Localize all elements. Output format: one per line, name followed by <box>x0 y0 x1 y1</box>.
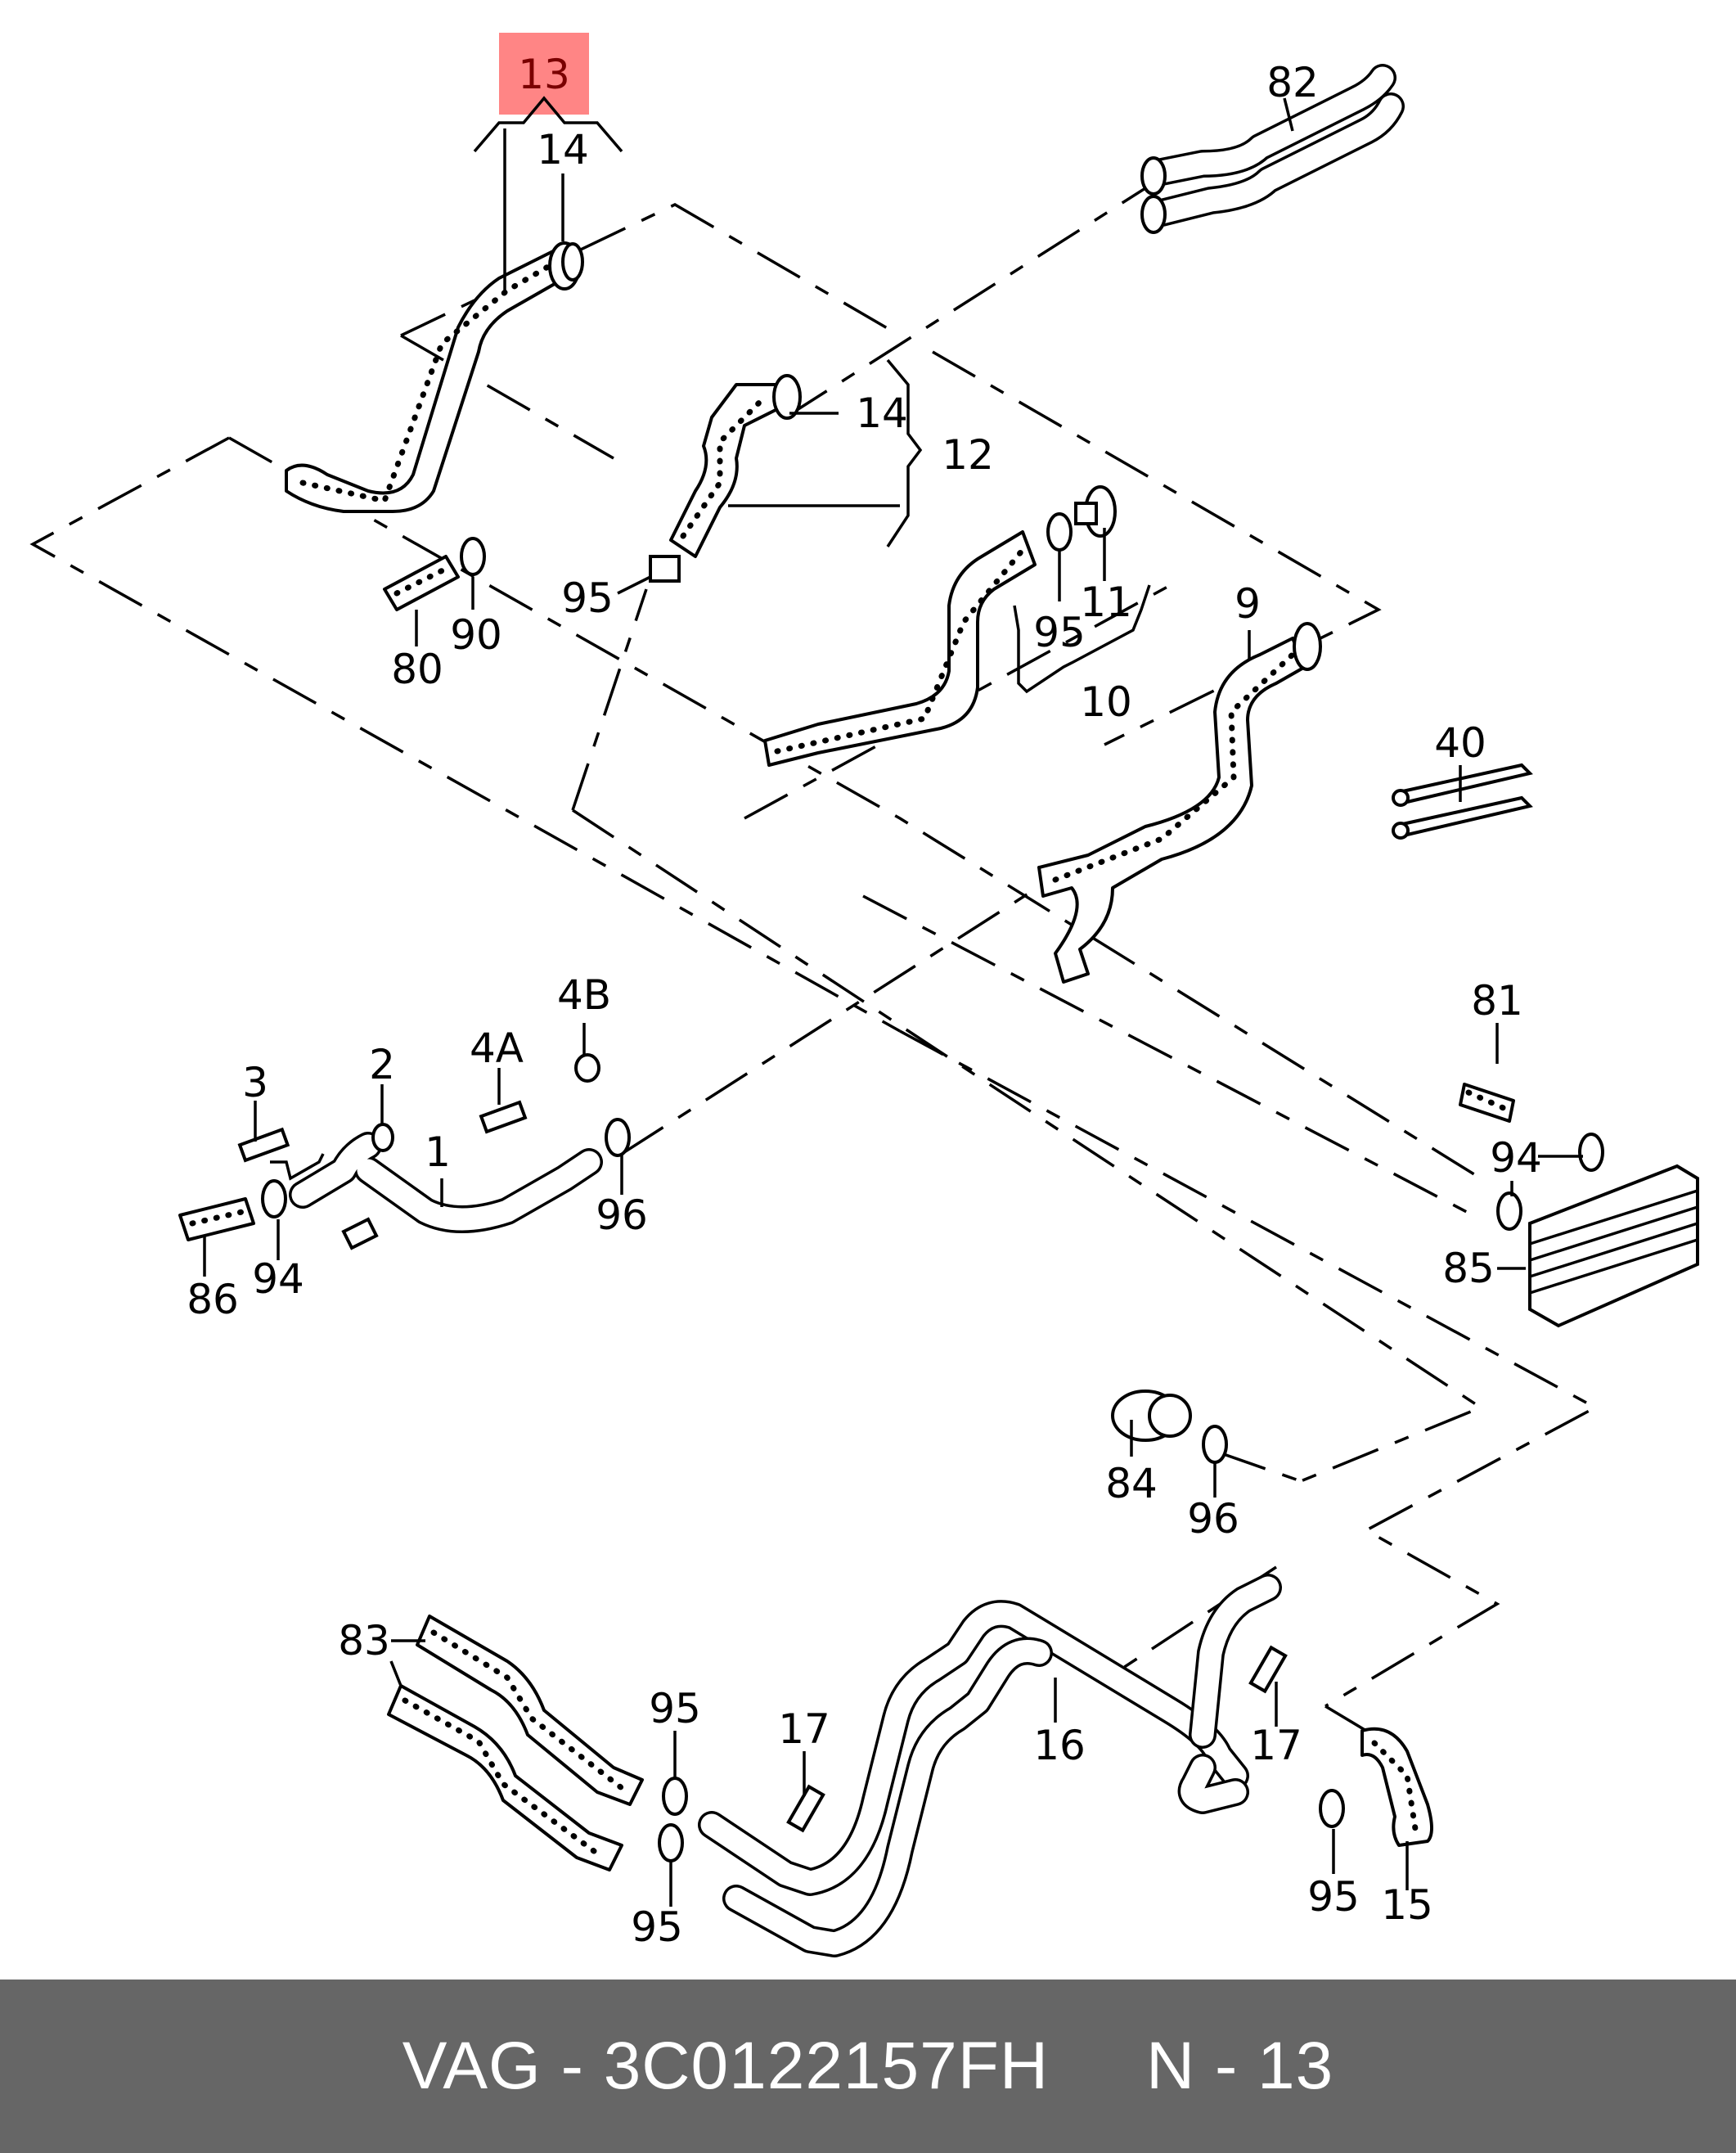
clip-95-lower-lower[interactable] <box>658 1823 684 1862</box>
clip-94-lower-right[interactable] <box>1496 1191 1522 1231</box>
label-86[interactable]: 86 <box>187 1276 239 1323</box>
label-84[interactable]: 84 <box>1105 1460 1158 1507</box>
label-4a[interactable]: 4A <box>470 1025 524 1072</box>
label-17-left[interactable]: 17 <box>778 1705 830 1753</box>
housing-84[interactable] <box>1111 1390 1192 1442</box>
label-80[interactable]: 80 <box>391 646 443 693</box>
bushing-4b[interactable] <box>574 1053 600 1083</box>
label-94-left[interactable]: 94 <box>252 1255 304 1303</box>
label-83[interactable]: 83 <box>338 1617 390 1664</box>
hose-12[interactable] <box>669 383 779 558</box>
clip-95-lower-upper[interactable] <box>662 1777 688 1816</box>
hose-15[interactable] <box>1360 1727 1433 1847</box>
label-14-lower[interactable]: 14 <box>856 390 908 437</box>
hose-80[interactable] <box>383 555 460 611</box>
o-ring-2[interactable] <box>371 1123 394 1152</box>
highlight-box <box>499 33 589 115</box>
pipe-1[interactable] <box>289 1132 603 1250</box>
pipe-82[interactable] <box>1140 64 1405 234</box>
hoses-83[interactable] <box>387 1615 644 1871</box>
connector-11[interactable] <box>1074 485 1117 538</box>
footer-bar: VAG - 3C0122157FH N - 13 <box>0 1980 1736 2153</box>
hose-10[interactable] <box>763 530 1037 767</box>
callout-labels: 13 14 82 14 12 95 80 90 11 95 10 9 40 3 … <box>187 51 1542 1951</box>
dashed-assembly-lines <box>29 187 1599 1732</box>
label-85[interactable]: 85 <box>1442 1245 1495 1292</box>
clip-95-middle[interactable] <box>1046 512 1073 552</box>
parts-diagram: 13 14 82 14 12 95 80 90 11 95 10 9 40 3 … <box>29 33 1699 1957</box>
label-11[interactable]: 11 <box>1080 579 1132 626</box>
connector-14-lower[interactable] <box>772 374 802 420</box>
bolt-17-left[interactable] <box>786 1784 825 1833</box>
clip-90[interactable] <box>460 537 486 576</box>
label-14-upper[interactable]: 14 <box>537 126 589 173</box>
label-2[interactable]: 2 <box>369 1041 395 1088</box>
pipe-16[interactable] <box>698 1574 1282 1957</box>
label-9[interactable]: 9 <box>1235 580 1261 628</box>
leader-lines <box>203 96 1583 1907</box>
connector-14-upper[interactable] <box>548 241 584 291</box>
label-81[interactable]: 81 <box>1471 977 1523 1025</box>
hose-13[interactable] <box>285 244 566 513</box>
clip-96-left[interactable] <box>605 1118 631 1157</box>
label-17-right[interactable]: 17 <box>1250 1722 1302 1769</box>
label-96-left[interactable]: 96 <box>596 1191 648 1239</box>
clip-94-left[interactable] <box>261 1179 287 1218</box>
label-16[interactable]: 16 <box>1033 1722 1086 1769</box>
label-82[interactable]: 82 <box>1266 59 1319 106</box>
label-15[interactable]: 15 <box>1381 1881 1433 1929</box>
bolt-3[interactable] <box>237 1127 290 1163</box>
clip-95-upper[interactable] <box>649 555 681 583</box>
label-94-right[interactable]: 94 <box>1490 1134 1542 1182</box>
label-95-lower-upper[interactable]: 95 <box>649 1685 701 1732</box>
label-95-lower-lower[interactable]: 95 <box>631 1903 683 1951</box>
label-12[interactable]: 12 <box>942 431 994 479</box>
clip-95-right[interactable] <box>1319 1789 1345 1828</box>
label-10[interactable]: 10 <box>1080 678 1132 726</box>
clip-96-right[interactable] <box>1202 1425 1228 1464</box>
bolt-17-right[interactable] <box>1248 1645 1288 1694</box>
label-95-upper[interactable]: 95 <box>561 574 614 622</box>
label-95-middle[interactable]: 95 <box>1033 609 1086 656</box>
hose-9[interactable] <box>1037 637 1306 984</box>
label-90[interactable]: 90 <box>450 611 502 659</box>
label-3[interactable]: 3 <box>242 1059 268 1106</box>
connector-9[interactable] <box>1293 622 1322 671</box>
label-1[interactable]: 1 <box>425 1128 451 1176</box>
clip-94-upper-right[interactable] <box>1578 1133 1604 1172</box>
hose-86[interactable] <box>178 1197 255 1241</box>
hose-81[interactable] <box>1459 1083 1515 1123</box>
label-96-right[interactable]: 96 <box>1187 1495 1239 1543</box>
bolt-4a[interactable] <box>479 1100 528 1134</box>
oil-cooler-85[interactable] <box>1528 1164 1699 1328</box>
label-13[interactable]: 13 <box>518 51 570 98</box>
label-95-right[interactable]: 95 <box>1307 1873 1360 1921</box>
footer-part-number: VAG - 3C0122157FH N - 13 <box>402 2029 1334 2103</box>
label-4b[interactable]: 4B <box>557 971 611 1019</box>
label-40[interactable]: 40 <box>1434 719 1486 767</box>
